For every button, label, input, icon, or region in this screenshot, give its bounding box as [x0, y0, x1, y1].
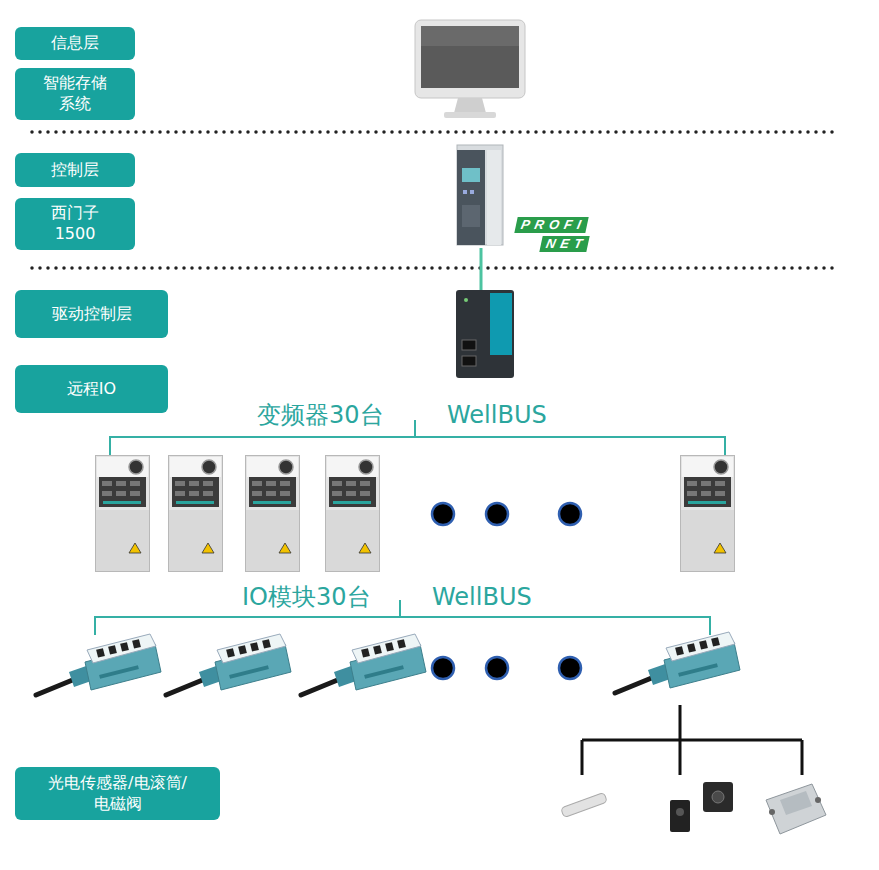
inverter-icon	[326, 456, 380, 572]
divider-line	[32, 130, 840, 134]
plc-icon	[457, 145, 503, 245]
bus-count-label: 变频器30台	[255, 401, 386, 429]
profinet-logo-text: NET	[539, 236, 589, 252]
bus-bracket	[110, 420, 725, 455]
valve-icon	[769, 809, 775, 815]
photo-sensor-icon	[670, 800, 690, 832]
profinet-link	[480, 248, 483, 291]
monitor-icon	[421, 26, 519, 46]
layer-label-box: 控制层	[15, 153, 135, 187]
layer-label: 驱动控制层	[52, 304, 132, 325]
gateway-icon	[490, 293, 512, 355]
layer-label: 智能存储 系统	[38, 73, 112, 115]
field-wiring	[582, 705, 802, 775]
valve-icon	[780, 791, 812, 815]
roller-icon	[561, 792, 608, 817]
photo-sensor-icon	[670, 782, 733, 832]
io-module-icon	[301, 634, 426, 695]
plc-icon	[457, 150, 485, 245]
bus-bracket	[95, 420, 725, 635]
ellipsis-dot	[486, 503, 508, 525]
io-module-icon	[36, 632, 740, 695]
monitor-icon	[454, 98, 486, 113]
io-module-icon	[166, 634, 291, 695]
valve-icon	[815, 797, 821, 803]
plc-icon	[457, 145, 503, 245]
layer-label-box: 远程IO	[15, 365, 168, 413]
photo-sensor-icon	[712, 791, 724, 803]
valve-icon	[766, 784, 826, 834]
gateway-icon	[456, 290, 514, 378]
bus-name-label: WellBUS	[430, 583, 534, 611]
inverter-icon	[96, 456, 150, 572]
plc-icon	[487, 150, 501, 245]
ellipsis-dot	[559, 657, 581, 679]
profinet-link	[481, 248, 482, 291]
ellipsis-dot	[559, 503, 581, 525]
layer-label-box: 驱动控制层	[15, 290, 168, 338]
field-wiring	[582, 705, 802, 775]
inverter-icon	[169, 456, 223, 572]
plc-icon	[463, 190, 467, 194]
monitor-icon	[415, 20, 525, 98]
monitor-icon	[444, 112, 496, 118]
ellipsis-dot	[486, 657, 508, 679]
gateway-icon	[456, 290, 514, 378]
photo-sensor-icon	[676, 808, 684, 816]
monitor-icon	[415, 20, 525, 118]
bus-bracket	[95, 600, 710, 635]
gateway-icon	[462, 340, 476, 350]
divider-line	[32, 132, 840, 268]
bus-name-label: WellBUS	[445, 401, 549, 429]
ellipsis-dot	[432, 503, 454, 525]
profinet-logo-text: PROFI	[514, 217, 588, 233]
layer-label-box: 信息层	[15, 27, 135, 60]
gateway-icon	[464, 298, 468, 302]
layer-label: 光电传感器/电滚筒/ 电磁阀	[41, 773, 195, 815]
layer-label-box: 西门子 1500	[15, 198, 135, 250]
layer-label: 信息层	[51, 33, 99, 54]
plc-icon	[462, 168, 480, 182]
photo-sensor-icon	[703, 782, 733, 812]
plc-icon	[462, 205, 480, 227]
layer-label: 控制层	[51, 160, 99, 181]
inverter-icon	[246, 456, 300, 572]
bus-count-label: IO模块30台	[240, 583, 373, 611]
layer-label: 远程IO	[67, 379, 116, 400]
inverter-icon	[96, 456, 735, 572]
divider-line	[32, 266, 840, 270]
plc-icon	[470, 190, 474, 194]
io-module-icon	[615, 632, 740, 693]
io-module-icon	[36, 634, 161, 695]
roller-icon	[561, 792, 608, 817]
gateway-icon	[462, 356, 476, 366]
valve-icon	[766, 784, 826, 834]
monitor-icon	[421, 26, 519, 88]
layer-label-box: 智能存储 系统	[15, 68, 135, 120]
ellipsis-dot	[432, 657, 454, 679]
layer-label: 西门子 1500	[38, 203, 112, 245]
layer-label-box: 光电传感器/电滚筒/ 电磁阀	[15, 767, 220, 820]
inverter-icon	[681, 456, 735, 572]
